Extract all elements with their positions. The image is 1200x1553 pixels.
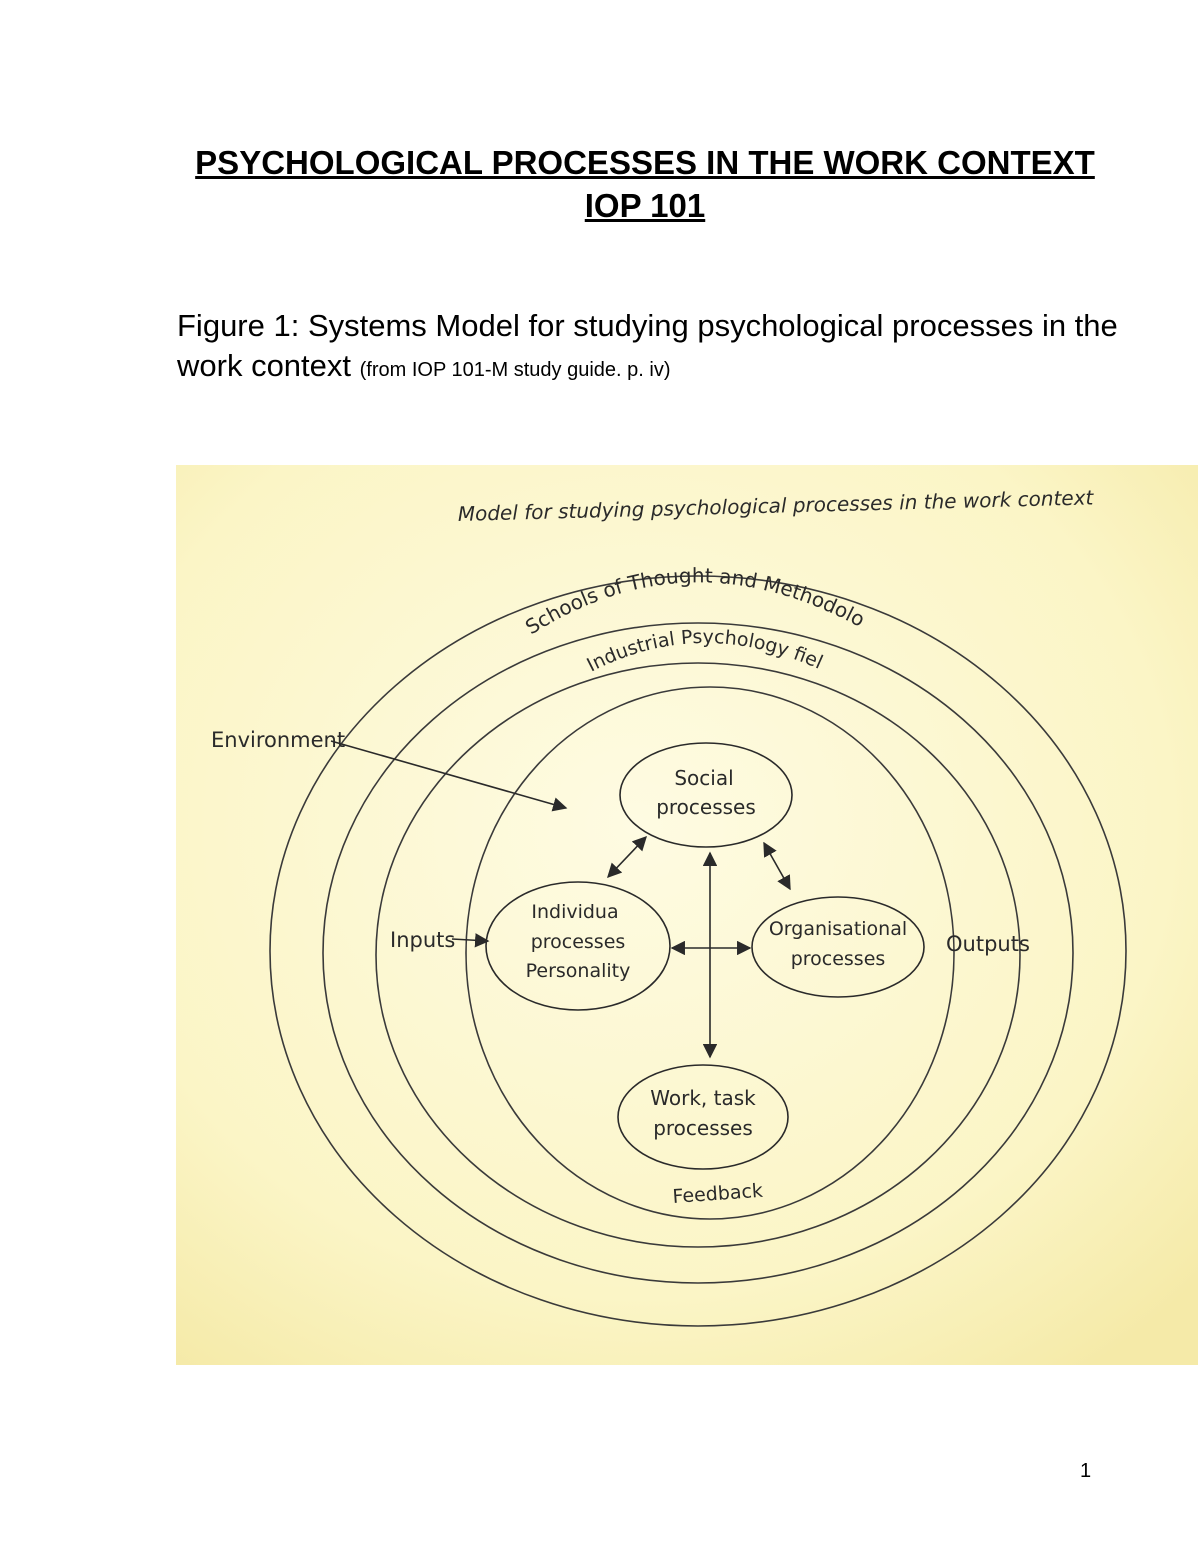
work-line-1: Work, task [650,1086,756,1110]
document-title: PSYCHOLOGICAL PROCESSES IN THE WORK CONT… [0,143,1200,183]
environment-label: Environment [211,728,345,752]
outputs-label: Outputs [946,932,1030,956]
social-line-1: Social [674,766,733,790]
outer-ring [269,575,1127,1327]
social-processes-node [619,742,793,848]
title-line-2: IOP 101 [584,187,706,224]
work-task-processes-node [617,1064,789,1170]
paper-background [176,465,1198,1365]
social-line-2: processes [656,795,756,819]
organisational-processes-node [751,896,925,998]
page-number: 1 [1080,1460,1092,1482]
system-boundary [465,686,955,1220]
middle-ring [322,622,1074,1284]
individual-line-2: processes [531,931,626,953]
title-line-1: PSYCHOLOGICAL PROCESSES IN THE WORK CONT… [195,144,1095,181]
environment-arrow [330,740,568,812]
individual-processes-node [485,881,671,1011]
organisational-line-1: Organisational [769,918,907,940]
individual-line-1: Individua [531,901,618,923]
inputs-arrow [451,933,490,948]
work-line-2: processes [653,1116,753,1140]
inner-ring [375,662,1021,1248]
systems-model-figure: Model for studying psychological process… [176,465,1198,1365]
caption-main: Figure 1: Systems Model for studying psy… [177,308,1118,383]
social-organisational-arrow [763,841,791,891]
figure-caption: Figure 1: Systems Model for studying psy… [177,306,1137,390]
organisational-line-2: processes [791,948,886,970]
inputs-label: Inputs [390,928,455,952]
social-individual-arrow [607,835,647,879]
caption-source: (from IOP 101-M study guide. p. iv) [359,359,671,381]
individual-line-3: Personality [526,960,631,982]
document-subtitle: IOP 101 [0,186,1200,226]
systems-model-diagram: Model for studying psychological process… [176,465,1198,1365]
